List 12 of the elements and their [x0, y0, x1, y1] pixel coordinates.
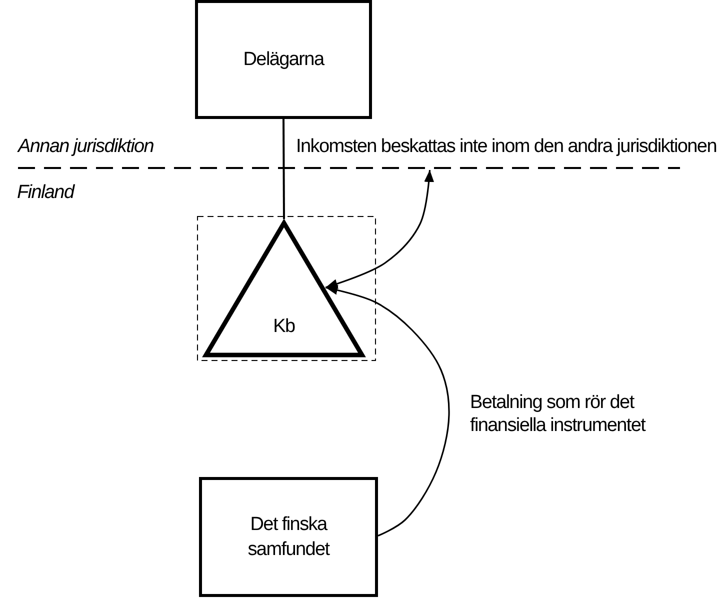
curved-arrow: [325, 285, 450, 537]
boundary-line: [18, 166, 680, 170]
connector-line: [282, 119, 285, 219]
region-label: Finland: [17, 182, 74, 204]
curved-arrow: [325, 170, 434, 289]
edge-label: Inkomsten beskattas inte inom den andra jurisdiktionen: [296, 136, 716, 158]
entity-box: [195, 0, 372, 119]
node-label: Kb: [273, 314, 295, 338]
node-label: Delägarna: [243, 48, 324, 72]
entity-box: [199, 477, 378, 597]
node-label: Det finska samfundet: [246, 513, 331, 562]
region-label: Annan jurisdiktion: [18, 136, 154, 158]
